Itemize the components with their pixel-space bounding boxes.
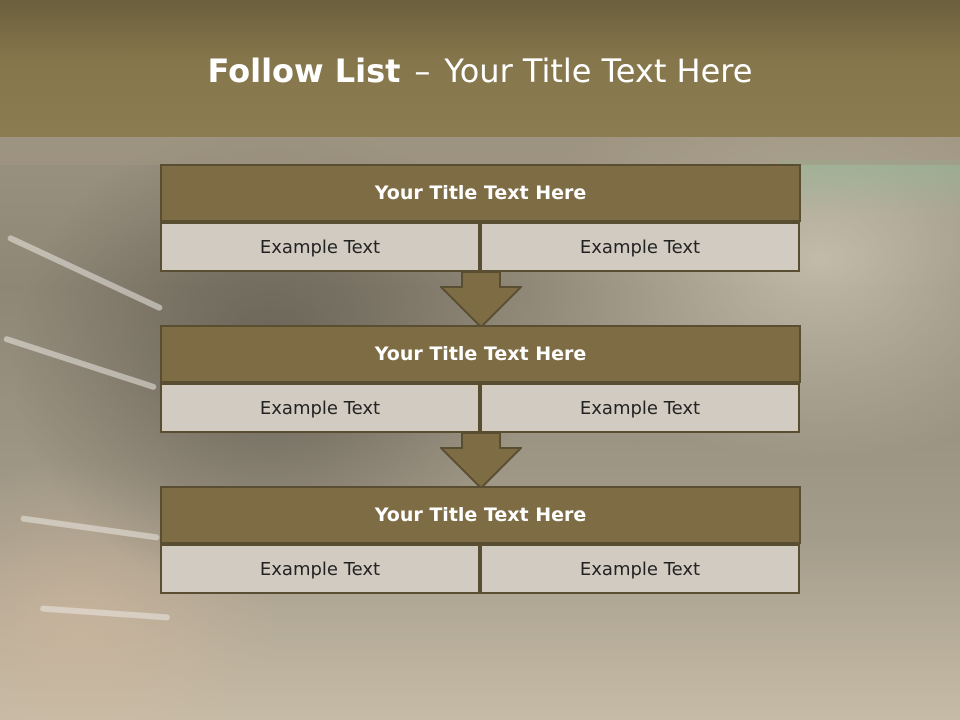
title-separator: – (414, 52, 431, 90)
step-title: Your Title Text Here (160, 164, 801, 222)
down-arrow-icon (440, 433, 522, 489)
down-arrow-icon (440, 272, 522, 328)
title-bold: Follow List (207, 52, 401, 90)
step-text-right: Example Text (480, 222, 800, 272)
step-text-left: Example Text (160, 383, 480, 433)
step-text-left: Example Text (160, 222, 480, 272)
step-text-right: Example Text (480, 544, 800, 594)
step-title: Your Title Text Here (160, 486, 801, 544)
header-band (0, 0, 960, 137)
slide-title: Follow List–Your Title Text Here (0, 52, 960, 90)
step-text-left: Example Text (160, 544, 480, 594)
background-photo-highlight (780, 160, 960, 220)
title-rest: Your Title Text Here (444, 52, 753, 90)
header-shadow-band (0, 137, 960, 165)
step-title: Your Title Text Here (160, 325, 801, 383)
step-text-right: Example Text (480, 383, 800, 433)
